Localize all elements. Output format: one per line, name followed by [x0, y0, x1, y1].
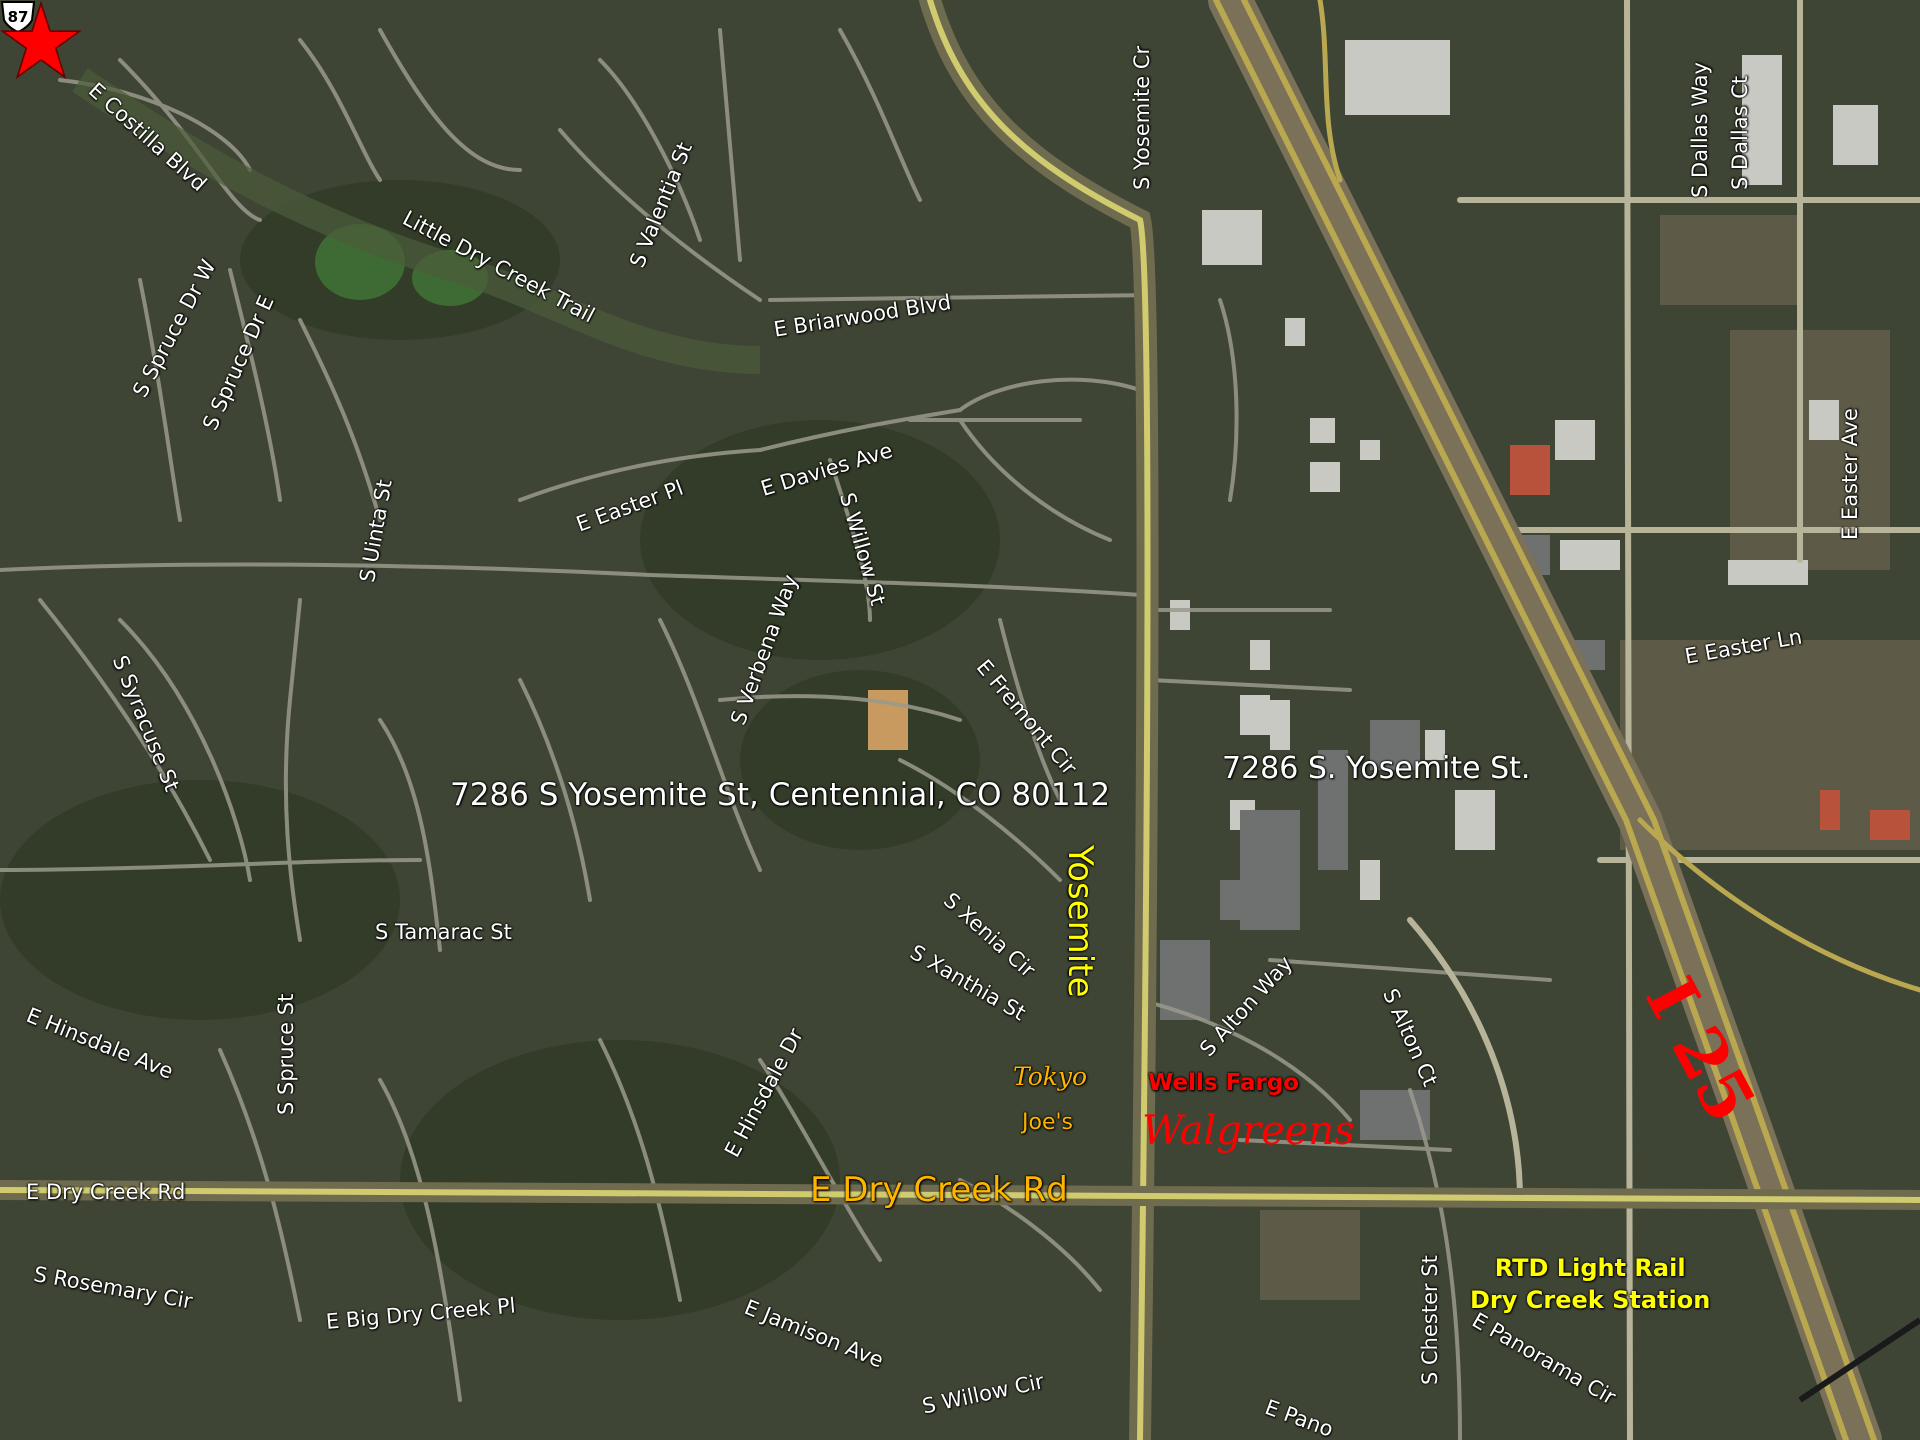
wells-fargo-label: Wells Fargo — [1148, 1070, 1300, 1096]
street-easter-ave: E Easter Ave — [1838, 408, 1862, 540]
yosemite-road-label: Yosemite — [1060, 845, 1100, 998]
terrain-patches — [0, 180, 1000, 1320]
street-dallas-way: S Dallas Way — [1688, 62, 1712, 198]
tokyo-label: Tokyo — [1013, 1062, 1088, 1091]
rtd-station-label: RTD Light Rail Dry Creek Station — [1470, 1252, 1710, 1316]
joes-label: Joe's — [1022, 1110, 1073, 1135]
address-short-label: 7286 S. Yosemite St. — [1222, 751, 1531, 786]
street-dry-creek-small: E Dry Creek Rd — [26, 1180, 186, 1204]
rtd-line-2: Dry Creek Station — [1470, 1286, 1711, 1314]
light-rail-track — [1798, 1317, 1920, 1403]
street-spruce-st: S Spruce St — [274, 993, 298, 1115]
street-dallas-ct: S Dallas Ct — [1728, 75, 1752, 190]
walgreens-label: Walgreens — [1142, 1108, 1355, 1154]
us87-shield-label: 87 — [8, 8, 29, 26]
dry-creek-road — [0, 1180, 1920, 1210]
yosemite-road — [919, 0, 1159, 1440]
street-tamarac: S Tamarac St — [375, 920, 512, 944]
red-star-icon[interactable] — [0, 0, 82, 82]
address-full-label: 7286 S Yosemite St, Centennial, CO 80112 — [450, 777, 1111, 813]
creek-corridor — [72, 68, 761, 374]
us-route-shield-icon: 87 — [0, 1, 36, 34]
street-chester: S Chester St — [1418, 1255, 1442, 1385]
interstate-25 — [1208, 0, 1920, 1440]
dry-creek-road-label: E Dry Creek Rd — [810, 1170, 1068, 1210]
rtd-line-1: RTD Light Rail — [1494, 1254, 1686, 1282]
street-yosemite-cir: S Yosemite Cr — [1130, 45, 1154, 190]
residential-streets — [0, 28, 1552, 1440]
roof-accents — [1510, 445, 1910, 840]
building-footprints — [1170, 40, 1878, 900]
